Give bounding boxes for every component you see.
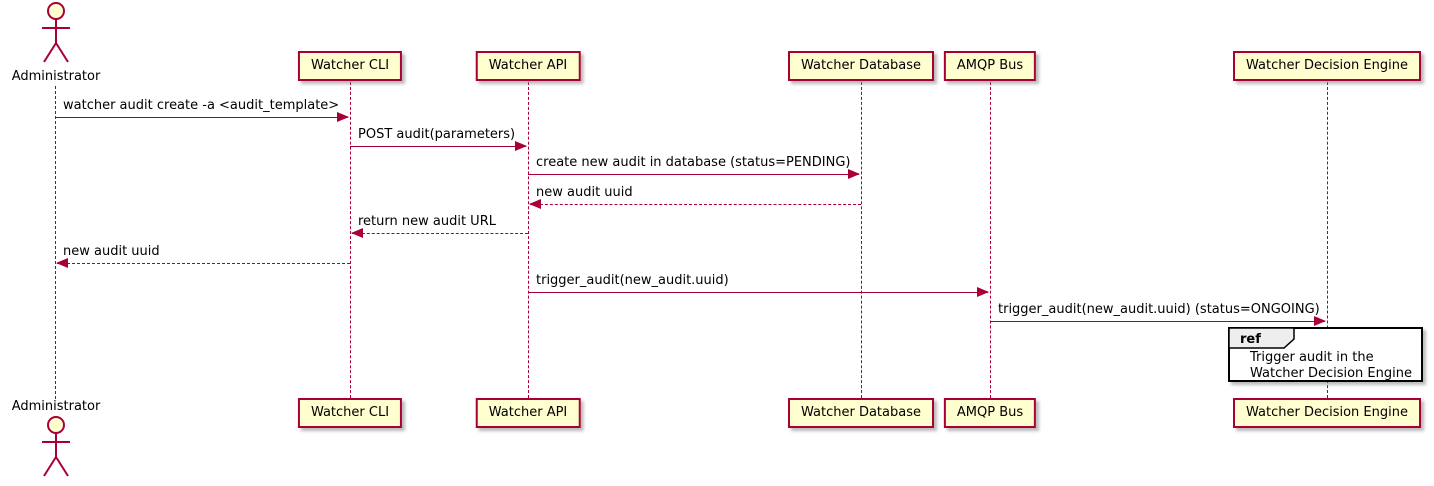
message-arrowhead xyxy=(515,141,527,151)
message-line xyxy=(350,146,526,147)
actor-administrator-top xyxy=(32,1,80,69)
ref-header-pentagon: ref xyxy=(1229,328,1295,349)
message-label: watcher audit create -a <audit_template> xyxy=(63,98,340,113)
lifeline-db xyxy=(861,82,862,398)
message-line xyxy=(55,117,348,118)
actor-administrator-bottom-label: Administrator xyxy=(11,399,101,414)
participant-api-top: Watcher API xyxy=(475,51,581,81)
message-arrowhead xyxy=(1314,316,1326,326)
message-line xyxy=(528,174,859,175)
actor-administrator-bottom xyxy=(32,413,80,485)
participant-cli-bottom: Watcher CLI xyxy=(297,398,403,428)
message-line xyxy=(352,233,528,234)
ref-fragment: ref Trigger audit in the Watcher Decisio… xyxy=(1228,327,1423,382)
message-label: create new audit in database (status=PEN… xyxy=(536,155,851,170)
participant-api-bottom: Watcher API xyxy=(475,398,581,428)
lifeline-api xyxy=(528,82,529,398)
participant-engine-top: Watcher Decision Engine xyxy=(1233,51,1421,81)
message-line xyxy=(530,204,861,205)
lifeline-cli xyxy=(350,82,351,398)
message-label: trigger_audit(new_audit.uuid) xyxy=(536,273,729,288)
message-label: trigger_audit(new_audit.uuid) (status=ON… xyxy=(998,302,1320,317)
person-icon xyxy=(42,2,70,63)
message-label: POST audit(parameters) xyxy=(358,127,516,142)
participant-cli-top: Watcher CLI xyxy=(297,51,403,81)
participant-amqp-top: AMQP Bus xyxy=(943,51,1037,81)
participant-engine-bottom: Watcher Decision Engine xyxy=(1233,398,1421,428)
lifeline-administrator xyxy=(55,86,56,399)
message-arrowhead xyxy=(56,258,68,268)
ref-text: Trigger audit in the Watcher Decision En… xyxy=(1230,329,1421,382)
participant-db-top: Watcher Database xyxy=(788,51,934,81)
message-label: new audit uuid xyxy=(536,185,633,200)
participant-amqp-bottom: AMQP Bus xyxy=(943,398,1037,428)
message-label: new audit uuid xyxy=(63,244,160,259)
message-label: return new audit URL xyxy=(358,214,496,229)
lifeline-amqp xyxy=(990,82,991,398)
message-arrowhead xyxy=(337,112,349,122)
message-line xyxy=(528,292,988,293)
message-line xyxy=(57,263,350,264)
message-arrowhead xyxy=(977,287,989,297)
message-arrowhead xyxy=(848,169,860,179)
ref-text-line1: Trigger audit in the xyxy=(1250,350,1374,365)
participant-db-bottom: Watcher Database xyxy=(788,398,934,428)
person-icon xyxy=(42,416,70,477)
message-line xyxy=(990,321,1325,322)
lifeline-engine xyxy=(1327,82,1328,398)
message-arrowhead xyxy=(529,199,541,209)
message-arrowhead xyxy=(351,228,363,238)
ref-keyword: ref xyxy=(1240,332,1261,347)
actor-administrator-top-label: Administrator xyxy=(11,69,101,84)
ref-text-line2: Watcher Decision Engine xyxy=(1250,366,1412,381)
